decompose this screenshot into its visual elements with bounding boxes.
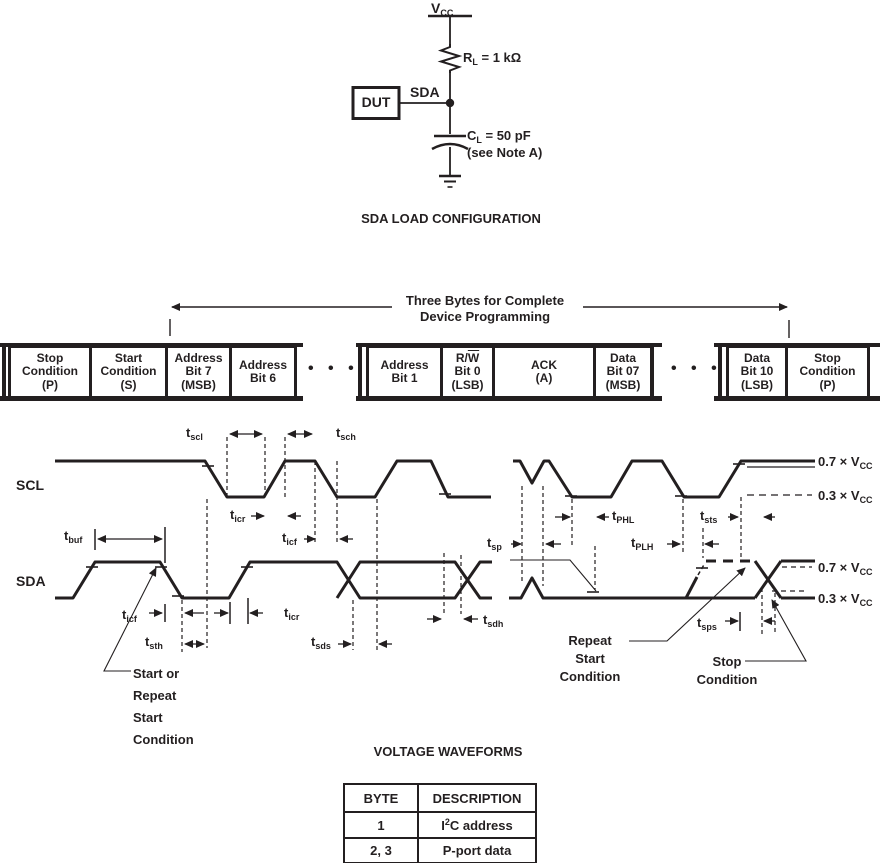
t-buf-label: tbuf bbox=[64, 528, 83, 545]
stop-condition-annotation: Stop Condition bbox=[696, 654, 758, 687]
scl-waveform bbox=[55, 459, 815, 499]
byte-description-table: BYTE DESCRIPTION 1 I2C address 2, 3 P-po… bbox=[343, 783, 537, 863]
t-sth-label: tsth bbox=[145, 634, 163, 651]
sda-load-circuit bbox=[351, 14, 472, 188]
sda-waveform bbox=[55, 559, 815, 600]
header-description: DESCRIPTION bbox=[417, 783, 537, 813]
strip-endbar bbox=[718, 343, 722, 401]
t-sds-label: tsds bbox=[311, 634, 331, 651]
cl-note-label: (see Note A) bbox=[467, 145, 543, 160]
measurement-bars bbox=[94, 527, 741, 631]
bit-cell-stop-p: Stop Condition (P) bbox=[8, 345, 92, 399]
sda-v03-level-label: 0.3 × VCC bbox=[818, 591, 873, 608]
ellipsis-dots: • • • bbox=[308, 360, 359, 377]
scl-v07-level-label: 0.7 × VCC bbox=[818, 454, 873, 471]
t-scl-label: tscl bbox=[186, 425, 203, 442]
strip-title-line2: Device Programming bbox=[419, 309, 551, 324]
t-icf-label-scl: ticf bbox=[282, 530, 297, 547]
timing-arrows bbox=[97, 430, 775, 648]
byte-1-desc-cell: I2C address bbox=[417, 811, 537, 839]
dashed-reference-lines bbox=[181, 437, 776, 652]
t-phl-label: tPHL bbox=[612, 508, 635, 525]
leader-lines bbox=[103, 559, 807, 672]
vcc-label: VCC bbox=[431, 0, 454, 18]
t-sts-label: tsts bbox=[700, 508, 718, 525]
dut-box bbox=[351, 86, 401, 120]
rl-value-label: RL = 1 kΩ bbox=[463, 50, 522, 67]
circuit-caption: SDA LOAD CONFIGURATION bbox=[361, 211, 541, 226]
t-sch-label: tsch bbox=[336, 425, 356, 442]
byte-23-cell: 2, 3 bbox=[343, 837, 419, 863]
strip-title-line1: Three Bytes for Complete bbox=[405, 293, 565, 308]
byte-1-cell: 1 bbox=[343, 811, 419, 839]
node-dot bbox=[445, 98, 455, 108]
bit-cell-address-bit7: Address Bit 7 (MSB) bbox=[165, 345, 232, 399]
byte-23-desc-cell: P-port data bbox=[417, 837, 537, 863]
ellipsis-dots: • • • bbox=[671, 360, 722, 377]
sda-signal-label: SDA bbox=[16, 573, 46, 589]
scl-v03-level-label: 0.3 × VCC bbox=[818, 488, 873, 505]
t-sp-label: tsp bbox=[487, 535, 502, 552]
table-row: 2, 3 P-port data bbox=[343, 837, 537, 863]
bit-cell-data-bit10: Data Bit 10 (LSB) bbox=[726, 345, 788, 399]
sda-net-label: SDA bbox=[410, 84, 440, 100]
scl-signal-label: SCL bbox=[16, 477, 44, 493]
byte-strip-arrow bbox=[169, 303, 790, 338]
t-sps-label: tsps bbox=[697, 615, 717, 632]
cl-value-label: CL = 50 pF bbox=[467, 128, 531, 145]
sda-v07-level-label: 0.7 × VCC bbox=[818, 560, 873, 577]
capacitor-bottom-plate-icon bbox=[431, 142, 469, 151]
t-plh-label: tPLH bbox=[631, 535, 654, 552]
resistor-icon bbox=[437, 44, 463, 73]
t-icr-label-sda: ticr bbox=[284, 605, 300, 622]
bit-cell-data-bit07: Data Bit 07 (MSB) bbox=[593, 345, 653, 399]
bit-cell-address-bit6: Address Bit 6 bbox=[229, 345, 297, 399]
bit-cell-ack: ACK (A) bbox=[492, 345, 596, 399]
waveforms-caption: VOLTAGE WAVEFORMS bbox=[373, 744, 523, 759]
t-icr-label-scl: ticr bbox=[230, 507, 246, 524]
strip-endbar bbox=[358, 343, 362, 401]
table-row: 1 I2C address bbox=[343, 811, 537, 839]
start-or-repeat-start-annotation: Start or Repeat Start Condition bbox=[133, 666, 194, 747]
header-byte: BYTE bbox=[343, 783, 419, 813]
bit-cell-stop-p2: Stop Condition (P) bbox=[785, 345, 870, 399]
bit-cell-start-s: Start Condition (S) bbox=[89, 345, 168, 399]
repeat-start-annotation: Repeat Start Condition bbox=[559, 633, 621, 684]
dut-label: DUT bbox=[361, 94, 391, 110]
table-header-row: BYTE DESCRIPTION bbox=[343, 783, 537, 813]
strip-endbar bbox=[2, 343, 6, 401]
t-icf-label-sda: ticf bbox=[122, 607, 137, 624]
t-sdh-label: tsdh bbox=[483, 612, 504, 629]
bit-cell-address-bit1: Address Bit 1 bbox=[366, 345, 443, 399]
level-ticks bbox=[86, 463, 745, 597]
